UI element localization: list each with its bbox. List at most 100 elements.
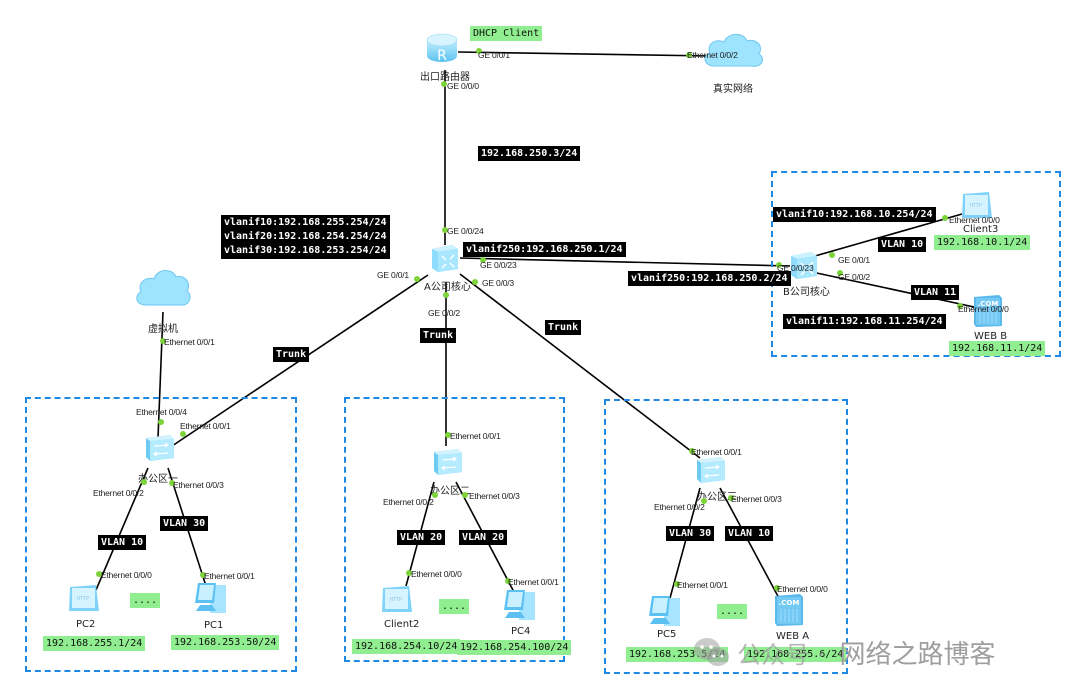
port-label: GE 0/0/1 — [478, 50, 510, 60]
vlan-tag: VLAN 30 — [666, 526, 715, 541]
port-label: Ethernet 0/0/1 — [450, 431, 501, 441]
port-label: Ethernet 0/0/1 — [204, 571, 255, 581]
pc-icon[interactable] — [501, 588, 541, 624]
port-label: GE 0/0/23 — [480, 260, 517, 270]
port-label: Ethernet 0/0/1 — [180, 421, 231, 431]
more-devices-tag: .... — [439, 599, 470, 614]
area-office-1 — [25, 397, 297, 672]
port-dot — [472, 279, 478, 285]
area-office-3 — [604, 399, 848, 674]
vlan-tag: VLAN 20 — [459, 530, 508, 545]
sw1-label: 办公区一 — [138, 474, 178, 485]
link-sw3-pc5 — [669, 487, 701, 599]
weba-label: WEB A — [776, 631, 810, 642]
corea-vlanif250-tag: vlanif250:192.168.250.1/24 — [463, 242, 626, 257]
watermark-prefix: 公众号 · — [737, 641, 825, 669]
switch-icon[interactable] — [695, 455, 727, 485]
client-icon[interactable]: HTTP — [380, 584, 414, 614]
link-sw1-pc2 — [95, 467, 149, 591]
core-switch-icon[interactable] — [430, 243, 460, 273]
port-dot — [837, 270, 843, 276]
port-dot — [160, 338, 166, 344]
port-label: Ethernet 0/0/2 — [383, 497, 434, 507]
watermark-name: 网络之路博客 — [839, 640, 996, 670]
port-dot — [776, 262, 782, 268]
svg-text:.COM: .COM — [978, 300, 999, 308]
link-corea-sw3 — [459, 273, 701, 459]
pc4-label: PC4 — [511, 626, 531, 637]
vlan-tag: VLAN 11 — [911, 285, 960, 300]
port-label: GE 0/0/3 — [482, 278, 514, 288]
coreb-vlanif10-tag: vlanif10:192.168.10.254/24 — [773, 207, 936, 222]
ip-tag-weba: 192.168.255.6/24 — [744, 647, 847, 662]
client-icon[interactable]: HTTP — [67, 583, 101, 613]
port-dot — [701, 498, 707, 504]
vlan-tag: VLAN 20 — [397, 530, 446, 545]
coreb-vlanif250-tag: vlanif250:192.168.250.2/24 — [628, 271, 791, 286]
svg-text:R: R — [437, 48, 447, 64]
port-label: GE 0/0/2 — [428, 308, 460, 318]
svg-text:HTTP: HTTP — [390, 597, 402, 603]
link-coreb-client3 — [807, 213, 963, 259]
port-label: Ethernet 0/0/2 — [654, 502, 705, 512]
link-vm-sw1 — [157, 311, 164, 439]
vlan-tag: VLAN 10 — [725, 526, 774, 541]
client3-label: Client3 — [963, 224, 999, 235]
link-sw3-weba — [719, 487, 781, 601]
trunk-tag: Trunk — [420, 328, 457, 343]
pc-icon[interactable] — [192, 581, 232, 617]
vlanif-line: vlanif10:192.168.255.254/24 — [224, 217, 387, 228]
ip-tag-client3: 192.168.10.1/24 — [934, 235, 1031, 250]
trunk-tag: Trunk — [273, 347, 310, 362]
core-a-label: A公司核心 — [424, 282, 471, 293]
ip-tag-pc4: 192.168.254.100/24 — [457, 640, 572, 655]
pc5-label: PC5 — [657, 629, 677, 640]
switch-icon[interactable] — [432, 447, 464, 477]
port-label: Ethernet 0/0/3 — [731, 494, 782, 504]
port-label: Ethernet 0/0/0 — [411, 569, 462, 579]
port-label: Ethernet 0/0/1 — [508, 577, 559, 587]
port-label: Ethernet 0/0/1 — [164, 337, 215, 347]
client-icon[interactable]: HTTP — [960, 190, 994, 220]
port-dot — [480, 257, 486, 263]
port-dot — [158, 419, 164, 425]
port-dot — [689, 448, 695, 454]
port-dot — [674, 581, 680, 587]
port-dot — [414, 276, 420, 282]
svg-text:.COM: .COM — [779, 599, 800, 607]
core-switch-icon[interactable] — [789, 250, 819, 280]
port-label: GE 0/0/0 — [447, 81, 479, 91]
port-dot — [774, 585, 780, 591]
more-devices-tag: .... — [130, 593, 161, 608]
port-dot — [96, 571, 102, 577]
port-label: GE 0/0/1 — [377, 270, 409, 280]
port-dot — [942, 215, 948, 221]
ip-tag-webb: 192.168.11.1/24 — [949, 341, 1046, 356]
port-label: GE 0/0/23 — [777, 263, 814, 273]
port-dot — [443, 292, 449, 298]
more-devices-tag: .... — [717, 604, 748, 619]
switch-icon[interactable] — [144, 433, 176, 463]
port-label: GE 0/0/24 — [447, 226, 484, 236]
port-label: Ethernet 0/0/1 — [677, 580, 728, 590]
pc-icon[interactable] — [646, 594, 686, 630]
port-label: Ethernet 0/0/0 — [777, 584, 828, 594]
vlan-tag: VLAN 30 — [160, 516, 209, 531]
port-label: Ethernet 0/0/1 — [691, 447, 742, 457]
port-dot — [180, 431, 186, 437]
port-dot — [442, 227, 448, 233]
port-dot — [505, 578, 511, 584]
vm-label: 虚拟机 — [148, 324, 178, 335]
area-company-b — [771, 171, 1061, 357]
cloud-icon[interactable] — [133, 265, 193, 311]
ip-tag-pc2: 192.168.255.1/24 — [43, 636, 146, 651]
router-icon[interactable]: R — [424, 30, 460, 66]
server-icon[interactable]: .COM — [773, 593, 805, 627]
svg-text:HTTP: HTTP — [970, 203, 982, 209]
port-dot — [462, 492, 468, 498]
cloud-icon[interactable] — [700, 30, 766, 72]
client2-label: Client2 — [384, 619, 420, 630]
server-icon[interactable]: .COM — [972, 294, 1004, 328]
dhcp-client-tag: DHCP Client — [470, 26, 543, 41]
port-label: Ethernet 0/0/2 — [687, 50, 738, 60]
